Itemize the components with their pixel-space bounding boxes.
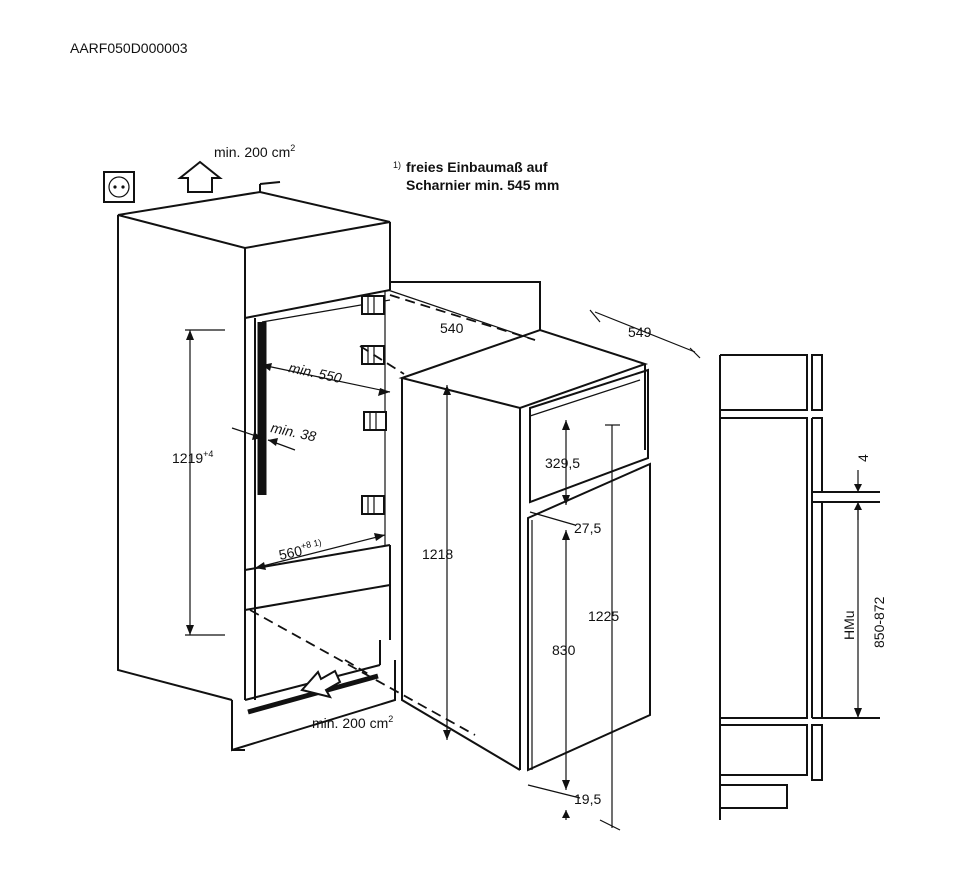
vent-top-label: min. 200 cm2 [214, 143, 295, 160]
dim-upper-door [562, 420, 570, 505]
cabinet-niche [117, 181, 541, 752]
dim-total-height [599, 424, 621, 831]
hinge-bottom [361, 495, 385, 515]
airflow-up-arrow-icon [177, 160, 223, 193]
dim-appliance-height-label: 1218 [422, 546, 453, 562]
power-outlet-icon [103, 171, 135, 203]
dim-upper-door-label: 329,5 [545, 455, 580, 471]
appliance-lower-door [527, 462, 651, 772]
hinge-guide-dash [359, 345, 405, 375]
dim-door-gap [529, 511, 576, 526]
dim-hmu-label: HMu [841, 610, 857, 640]
dim-lower-door [562, 530, 570, 790]
side-profile [719, 354, 880, 820]
dim-bottom-offset-label: 19,5 [574, 791, 601, 807]
document-code: AARF050D000003 [70, 40, 188, 56]
appliance-body [398, 328, 649, 771]
airflow-in-arrow-icon [300, 669, 342, 699]
dim-hmu-range-label: 850-872 [871, 596, 887, 648]
dim-appliance-depth-label: 540 [440, 320, 464, 336]
hinge-top [361, 295, 385, 315]
vent-bottom-label: min. 200 cm2 [312, 714, 393, 731]
hinge-note: 1) freies Einbaumaß auf Scharnier min. 5… [393, 159, 559, 193]
dim-door-depth [589, 309, 701, 359]
dim-bottom-offset [527, 784, 581, 820]
note-marker: 1) [393, 160, 401, 170]
dim-min-gap [231, 427, 296, 451]
bottom-guide-dash [249, 609, 476, 736]
dim-appliance-height [443, 385, 451, 740]
depth-guide-dash [389, 294, 536, 341]
dim-appliance-depth [387, 289, 536, 341]
dim-min-depth-label: min. 550 [287, 359, 343, 386]
dim-niche-height [185, 329, 225, 636]
vent-guide-dash [344, 659, 376, 679]
dim-door-gap-label: 27,5 [574, 520, 601, 536]
dim-door-depth-label: 549 [628, 324, 652, 340]
hinge-lower-middle [363, 411, 387, 431]
dim-lower-door-label: 830 [552, 642, 576, 658]
note-line-1: freies Einbaumaß auf [406, 159, 548, 175]
note-line-2: Scharnier min. 545 mm [406, 177, 559, 193]
dim-side-gap-label: 4 [855, 454, 871, 462]
dim-niche-width-label: 560+8 1) [277, 537, 324, 563]
dim-total-height-label: 1225 [588, 608, 619, 624]
dim-niche-height-label: 1219+4 [172, 449, 213, 466]
dim-niche-width [254, 533, 386, 570]
dim-min-depth [261, 363, 391, 396]
appliance-upper-door [529, 368, 649, 504]
